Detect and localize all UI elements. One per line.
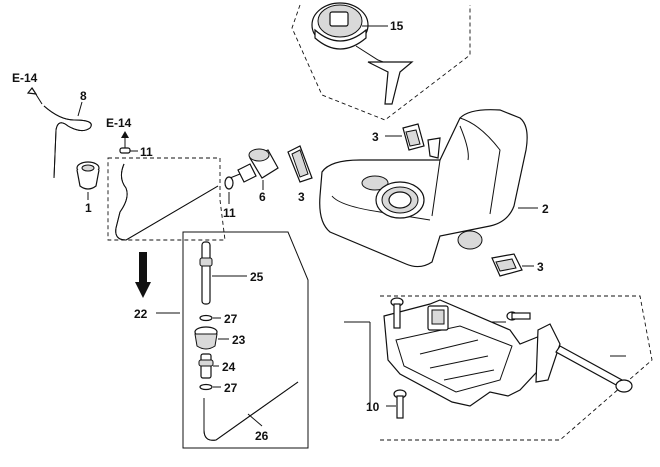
mount-rubber-side — [287, 145, 313, 183]
part-label-8: 8 — [80, 89, 87, 103]
part-label-24: 24 — [222, 360, 236, 374]
part-label-10: 10 — [366, 400, 380, 414]
pick-up-pipe — [199, 241, 213, 305]
connector — [198, 353, 214, 379]
reference-e14-top: E-14 — [12, 71, 38, 85]
part-label-1: 1 — [85, 201, 92, 215]
part-label-3-right: 3 — [537, 260, 544, 274]
part-label-11-upper: 11 — [140, 145, 153, 159]
o-ring-upper — [199, 314, 213, 322]
hose-clip-right — [224, 176, 234, 190]
bracket-bolt-bottom — [393, 389, 407, 419]
mount-rubber-top — [402, 123, 441, 159]
part-label-25: 25 — [250, 270, 264, 284]
part-label-3-left: 3 — [298, 190, 305, 204]
fuel-cap-assembly — [291, 2, 471, 121]
fuel-hose — [203, 381, 299, 441]
hose-clip-left — [119, 147, 131, 154]
part-label-6: 6 — [259, 190, 266, 204]
part-label-27-upper: 27 — [224, 312, 238, 326]
grommet — [76, 161, 100, 190]
part-label-3-top: 3 — [372, 130, 379, 144]
part-label-15: 15 — [390, 19, 404, 33]
tank-grommet — [194, 326, 218, 350]
reference-e14-mid: E-14 — [106, 116, 132, 130]
mount-rubber-right — [491, 253, 523, 277]
part-label-22: 22 — [134, 307, 148, 321]
bracket-bolt-side — [506, 311, 531, 321]
part-label-26: 26 — [255, 429, 269, 443]
o-ring-lower — [199, 383, 213, 391]
fuel-tank — [319, 109, 528, 268]
part-label-27-lower: 27 — [224, 381, 238, 395]
part-label-11-lower: 11 — [223, 206, 236, 220]
fuel-line — [115, 163, 219, 241]
bracket-bolt-long — [555, 345, 633, 393]
bracket-bolt-top — [390, 297, 404, 329]
return-hose — [43, 105, 92, 179]
tank-bracket — [383, 299, 561, 407]
fuel-filter — [229, 148, 279, 183]
part-label-2: 2 — [542, 202, 549, 216]
part-label-23: 23 — [232, 333, 246, 347]
group-arrow — [135, 252, 151, 298]
